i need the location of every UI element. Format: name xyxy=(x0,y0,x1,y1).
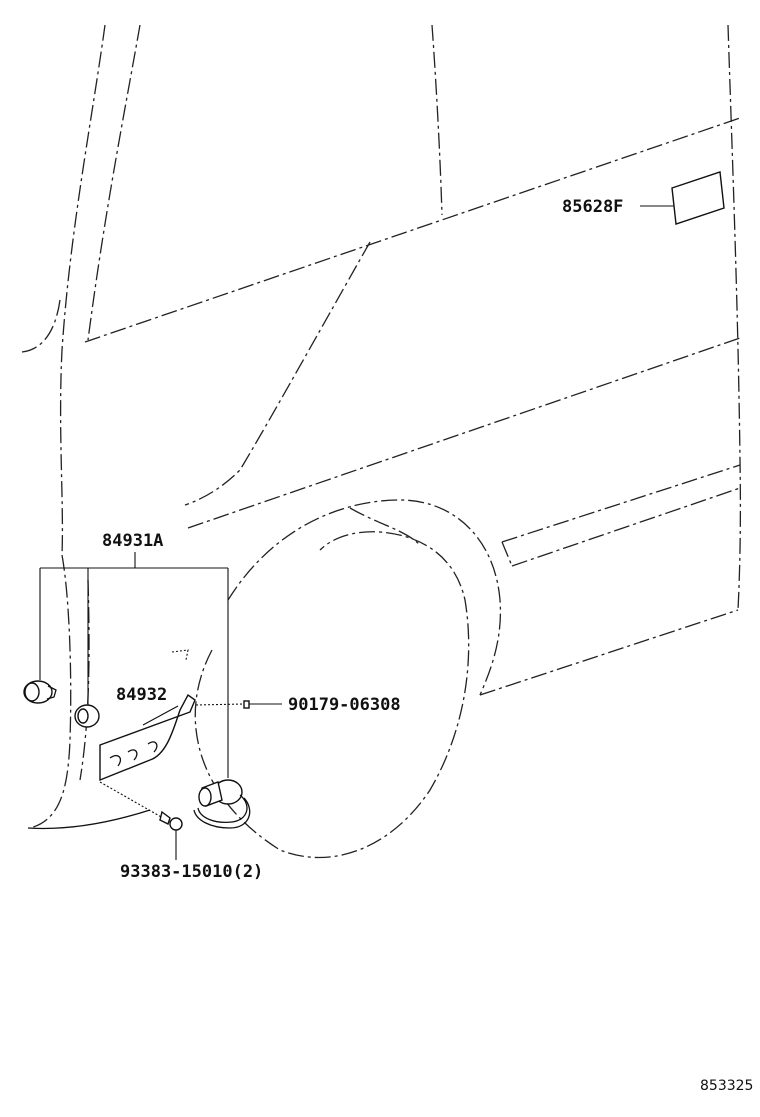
label-clip: 90179-06308 xyxy=(288,695,401,715)
front-pillar-inner xyxy=(87,24,141,341)
bracket-hint xyxy=(171,649,189,661)
label-emblem-plate: 85628F xyxy=(562,197,623,217)
rear-edge xyxy=(727,24,742,611)
label-bracket: 84932 xyxy=(116,685,167,705)
bracket-hole-3 xyxy=(147,741,158,753)
reference-code: 853325 xyxy=(700,1078,753,1094)
side-molding-upper xyxy=(501,464,741,543)
clip-leader-dotted xyxy=(195,703,245,706)
sensor-1-tab xyxy=(46,685,57,700)
door-top-line xyxy=(84,117,741,343)
wheel-arch xyxy=(227,499,502,696)
bracket-plate xyxy=(99,693,196,782)
screw-leader-dotted xyxy=(99,781,171,823)
rocker-line xyxy=(27,809,151,830)
bracket-leader xyxy=(142,705,179,726)
emblem-plate xyxy=(671,171,725,225)
bracket-group: 84932 xyxy=(99,649,196,782)
sensor-retainer xyxy=(74,704,100,728)
ultrasonic-sensor-wired xyxy=(193,779,251,829)
ultrasonic-sensor-1 xyxy=(23,680,57,704)
screw-shank xyxy=(159,810,171,825)
side-molding-lower xyxy=(511,487,741,567)
sensor-1-face xyxy=(24,682,40,702)
side-molding-end xyxy=(501,541,513,567)
bracket-hole-1 xyxy=(109,754,122,767)
window-diagonal xyxy=(184,241,371,506)
sensor-wire-2 xyxy=(193,797,251,829)
clip-group: 90179-06308 xyxy=(195,695,401,715)
retainer-hole xyxy=(77,708,89,724)
label-sensor-assy: 84931A xyxy=(102,531,163,551)
front-pillar-outer xyxy=(59,24,106,556)
sensor-wire xyxy=(197,794,248,824)
bracket-hole-2 xyxy=(127,749,138,761)
connector-face xyxy=(198,787,212,807)
screw-group: 93383-15010(2) xyxy=(99,781,263,882)
clip-part xyxy=(243,700,250,709)
sensor-assy-group: 84931A xyxy=(23,531,251,829)
wheel-arch-inner xyxy=(349,507,421,546)
lower-body-line xyxy=(479,609,739,696)
belt-line xyxy=(187,337,741,529)
vehicle-body-outline xyxy=(21,24,742,858)
emblem-plate-group: 85628F xyxy=(562,171,725,225)
roof-vertical xyxy=(431,24,443,216)
screw-head xyxy=(169,817,183,831)
label-screw: 93383-15010(2) xyxy=(120,862,263,882)
pillar-curve xyxy=(21,299,61,353)
